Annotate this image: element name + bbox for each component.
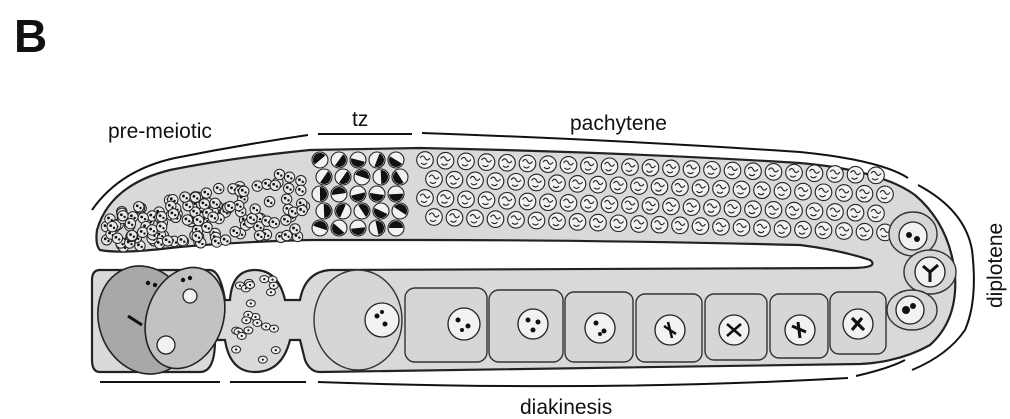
label-tz: tz bbox=[352, 108, 368, 131]
label-diakinesis: diakinesis bbox=[520, 396, 612, 419]
panel-letter: B bbox=[14, 10, 47, 62]
bracket-diakinesis-a bbox=[318, 378, 848, 386]
label-pre-meiotic: pre-meiotic bbox=[108, 120, 212, 143]
label-diplotene: diplotene bbox=[984, 223, 1007, 308]
transition-zone-nuclei bbox=[310, 150, 410, 238]
label-pachytene: pachytene bbox=[570, 112, 667, 135]
